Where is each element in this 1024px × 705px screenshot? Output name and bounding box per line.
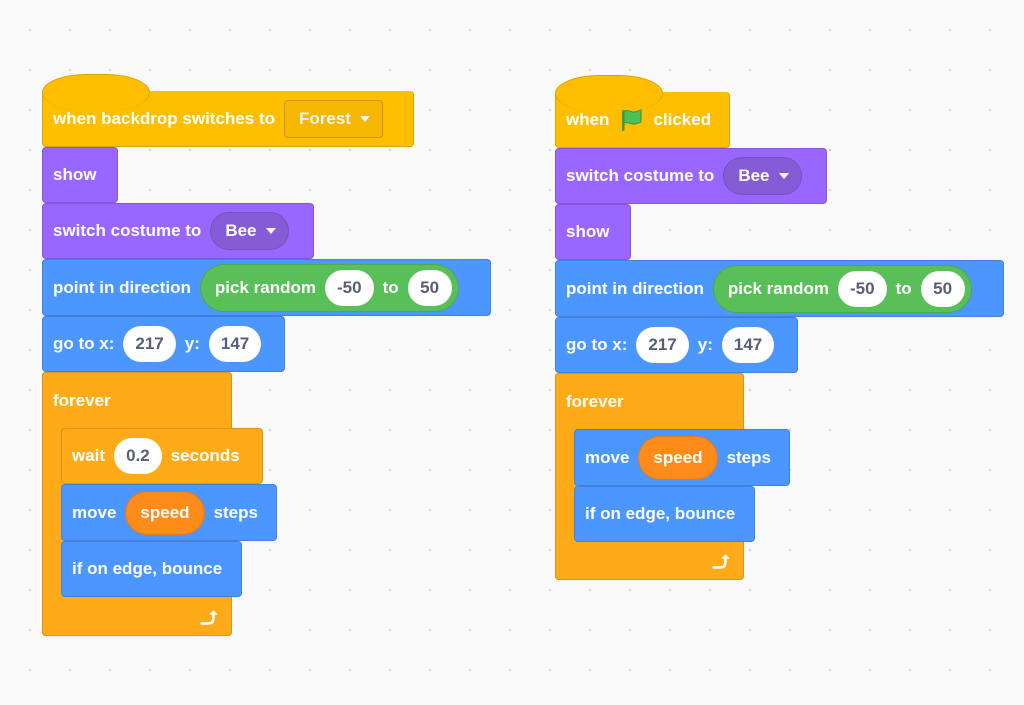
point-in-direction-label: point in direction <box>566 278 704 298</box>
y-label: y: <box>697 335 713 354</box>
move-steps-block[interactable]: move speed steps <box>574 429 790 486</box>
y-label: y: <box>184 334 200 353</box>
show-block[interactable]: show <box>555 204 631 260</box>
x-input[interactable]: 217 <box>636 327 689 363</box>
seconds-label: seconds <box>170 446 240 465</box>
when-label: when <box>566 109 610 129</box>
show-block[interactable]: show <box>42 147 118 203</box>
pick-random-label: pick random <box>727 278 829 298</box>
hat-label: when backdrop switches to <box>53 108 275 128</box>
random-to-input[interactable]: 50 <box>407 269 452 306</box>
forever-block[interactable]: forever <box>555 373 744 429</box>
show-label: show <box>53 165 97 184</box>
costume-dropdown[interactable]: Bee <box>723 157 802 195</box>
wait-label: wait <box>72 446 106 465</box>
when-backdrop-switches-hat[interactable]: when backdrop switches to Forest <box>42 74 414 147</box>
point-in-direction-block[interactable]: point in direction pick random -50 to 50 <box>42 259 491 316</box>
point-in-direction-label: point in direction <box>53 277 191 297</box>
speed-variable[interactable]: speed <box>638 435 718 480</box>
if-on-edge-bounce-block[interactable]: if on edge, bounce <box>574 486 755 542</box>
speed-variable[interactable]: speed <box>125 490 205 535</box>
steps-label: steps <box>213 502 258 522</box>
forever-label: forever <box>53 390 111 410</box>
green-flag-icon <box>622 108 643 131</box>
costume-dropdown[interactable]: Bee <box>210 212 289 250</box>
go-to-xy-block[interactable]: go to x: 217 y: 147 <box>42 316 285 372</box>
wait-block[interactable]: wait 0.2 seconds <box>61 428 263 484</box>
wait-seconds-input[interactable]: 0.2 <box>114 438 162 474</box>
clicked-label: clicked <box>653 109 712 129</box>
dropdown-caret-icon <box>265 228 276 234</box>
go-to-xy-block[interactable]: go to x: 217 y: 147 <box>555 317 798 373</box>
go-to-x-label: go to x: <box>566 335 628 354</box>
steps-label: steps <box>726 447 771 467</box>
loop-arrow-icon <box>712 554 730 569</box>
when-flag-clicked-hat[interactable]: when clicked <box>555 75 730 148</box>
show-label: show <box>566 222 610 241</box>
switch-costume-label: switch costume to <box>566 166 715 185</box>
random-from-input[interactable]: -50 <box>324 269 374 306</box>
switch-costume-block[interactable]: switch costume to Bee <box>42 203 314 259</box>
move-label: move <box>585 447 630 467</box>
pick-random-label: pick random <box>214 277 316 297</box>
forever-block-bottom[interactable] <box>555 542 744 580</box>
move-steps-block[interactable]: move speed steps <box>61 484 277 541</box>
switch-costume-label: switch costume to <box>53 221 202 240</box>
switch-costume-block[interactable]: switch costume to Bee <box>555 148 827 204</box>
y-input[interactable]: 147 <box>721 327 775 363</box>
random-from-input[interactable]: -50 <box>837 270 887 307</box>
y-input[interactable]: 147 <box>208 326 262 362</box>
forever-block[interactable]: forever <box>42 372 232 428</box>
forever-block-bottom[interactable] <box>42 598 232 636</box>
go-to-x-label: go to x: <box>53 334 115 353</box>
pick-random-reporter[interactable]: pick random -50 to 50 <box>199 263 459 312</box>
move-label: move <box>72 502 117 522</box>
bounce-label: if on edge, bounce <box>72 559 223 578</box>
random-to-label: to <box>895 278 912 298</box>
dropdown-caret-icon <box>778 173 789 179</box>
forever-label: forever <box>566 391 624 411</box>
pick-random-reporter[interactable]: pick random -50 to 50 <box>712 264 972 313</box>
backdrop-dropdown[interactable]: Forest <box>284 99 383 138</box>
random-to-label: to <box>382 277 399 297</box>
if-on-edge-bounce-block[interactable]: if on edge, bounce <box>61 541 242 597</box>
hat-cap <box>555 75 663 112</box>
x-input[interactable]: 217 <box>123 326 176 362</box>
costume-dropdown-value: Bee <box>225 221 257 240</box>
bounce-label: if on edge, bounce <box>585 504 736 523</box>
costume-dropdown-value: Bee <box>738 166 770 185</box>
hat-cap <box>42 74 150 111</box>
loop-arrow-icon <box>200 610 218 625</box>
point-in-direction-block[interactable]: point in direction pick random -50 to 50 <box>555 260 1004 317</box>
random-to-input[interactable]: 50 <box>920 270 965 307</box>
dropdown-caret-icon <box>359 115 370 122</box>
backdrop-dropdown-value: Forest <box>299 108 351 128</box>
